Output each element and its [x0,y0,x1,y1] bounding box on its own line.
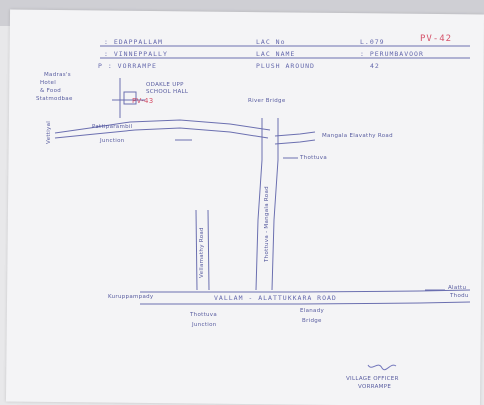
west-junction-label-2: Junction [100,138,125,144]
upper-road-left [54,119,271,134]
stamp-line-2: VORRAMPE [358,384,392,390]
note-line-1: Madras's [44,72,71,78]
vertical-road-right [271,118,279,291]
river-bridge-label: River Bridge [248,98,286,104]
main-road-top [140,289,471,293]
thottuva-road-label: Thottuva - Mangala Road [264,186,270,262]
header-row3-mid: PLUSH AROUND [256,62,315,70]
header-row2-mid: LAC NAME [256,50,296,58]
header-row2-left: : VINNEPPALLY [104,50,168,58]
header-row1-left: : EDAPPALLAM [104,38,163,46]
header-row3-val: 42 [370,62,380,70]
elanady-bridge-label-1: Elanady [300,308,325,314]
mangala-road-label: Mangala Elavathy Road [322,133,393,139]
west-junction-label-1: Pattiparambil [92,124,133,130]
mangala-road-2 [274,139,316,145]
main-road-label: VALLAM - ALATTUKKARA ROAD [214,294,337,302]
west-edge-label: Vettiyal [46,120,52,144]
vellamathy-road-left [195,209,198,291]
header-row2-val: : PERUMBAVOOR [360,50,424,58]
note-line-2: Hotel [40,80,57,86]
main-road-bottom [140,301,471,305]
header-row1-val: L.079 [360,38,385,46]
note-line-3: & Food [40,88,62,94]
east-edge-label-1: Alattu [448,285,467,291]
vellamathy-road-right [207,209,210,291]
vertical-road-left [255,118,263,291]
thottuva-junction-label-2: Junction [192,322,217,328]
thottuva-label: Thottuva [300,155,328,161]
east-edge-label-2: Thodu [450,293,469,299]
mangala-road-1 [274,131,316,137]
upper-road-left-2 [54,127,269,139]
elanady-bridge-label-2: Bridge [302,318,322,324]
kuruppampady-label: Kuruppampady [108,294,154,300]
header-row1-code: PV-42 [420,34,453,44]
polling-label-2: SCHOOL HALL [146,89,189,95]
polling-label-1: ODAKLE UPP [146,82,184,88]
stamp-line-1: VILLAGE OFFICER [346,376,399,382]
header-row1-mid: LAC No [256,38,286,46]
signature-mark [367,364,397,371]
vellamathy-road-label: Vellamathy Road [199,227,205,278]
thottuva-junction-label-1: Thottuva [190,312,218,318]
polling-box [123,91,137,105]
header-row3-left: P : VORRAMPE [98,62,157,70]
polling-code: PV-43 [132,97,154,105]
note-line-4: Statmodbae [36,96,73,102]
